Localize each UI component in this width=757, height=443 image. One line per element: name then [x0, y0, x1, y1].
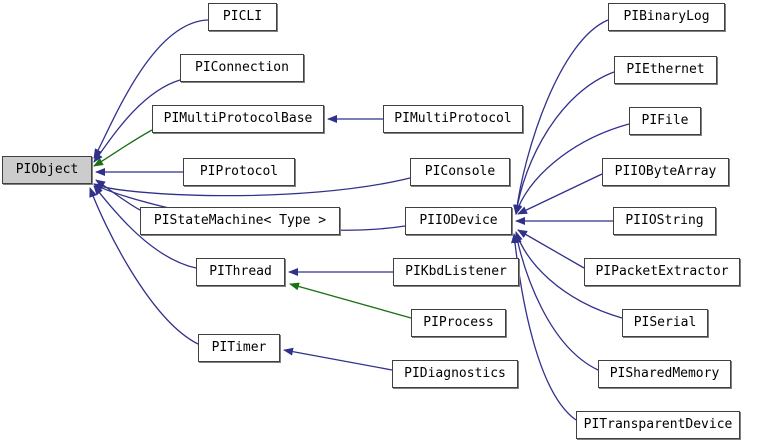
class-node-piiodevice[interactable]: PIIODevice [405, 207, 512, 235]
edge-pidiagnostics-to-pitimer [283, 347, 393, 371]
edge-piiobytearray-to-piiodevice [517, 173, 603, 215]
edge-piethernet-to-piiodevice [513, 71, 615, 215]
edge-piprocess-to-pithread [289, 282, 412, 319]
class-node-piconnection[interactable]: PIConnection [180, 54, 304, 82]
class-node-piserial[interactable]: PISerial [622, 309, 708, 337]
edge-pistatemachine-to-piobject [95, 179, 141, 211]
class-node-piiobytearray[interactable]: PIIOByteArray [602, 158, 729, 186]
class-node-pithread[interactable]: PIThread [196, 258, 285, 286]
class-node-piprocess[interactable]: PIProcess [411, 309, 506, 337]
class-node-pifile[interactable]: PIFile [629, 107, 701, 135]
class-node-pitimer[interactable]: PITimer [198, 334, 280, 362]
class-node-pitransparentdevice[interactable]: PITransparentDevice [576, 411, 740, 439]
edge-pitransparentdevice-to-piiodevice [510, 233, 577, 421]
edge-pisharedmemory-to-piiodevice [513, 233, 599, 371]
class-node-piobject[interactable]: PIObject [2, 156, 92, 184]
class-node-pisharedmemory[interactable]: PISharedMemory [598, 360, 731, 388]
class-node-picli[interactable]: PICLI [208, 3, 277, 31]
class-node-pimultiprotocol[interactable]: PIMultiProtocol [383, 105, 523, 133]
edge-picli-to-piobject [93, 19, 209, 159]
class-node-pistatemachine[interactable]: PIStateMachine< Type > [140, 207, 340, 235]
class-node-piconsole[interactable]: PIConsole [410, 158, 510, 186]
edge-pibinarylog-to-piiodevice [513, 19, 609, 215]
class-node-pidiagnostics[interactable]: PIDiagnostics [392, 360, 518, 388]
edge-pipacketextractor-to-piiodevice [517, 229, 585, 269]
class-node-pikbdlistener[interactable]: PIKbdListener [393, 258, 519, 286]
class-node-pibinarylog[interactable]: PIBinaryLog [608, 3, 725, 31]
edge-pimultiprotocolbase-to-piobject [93, 129, 153, 167]
class-node-piprotocol[interactable]: PIProtocol [183, 158, 295, 186]
class-node-piethernet[interactable]: PIEthernet [614, 56, 717, 84]
class-node-piiostring[interactable]: PIIOString [613, 207, 716, 235]
class-node-pipacketextractor[interactable]: PIPacketExtractor [584, 258, 740, 286]
class-node-pimultiprotocolbase[interactable]: PIMultiProtocolBase [152, 105, 324, 133]
